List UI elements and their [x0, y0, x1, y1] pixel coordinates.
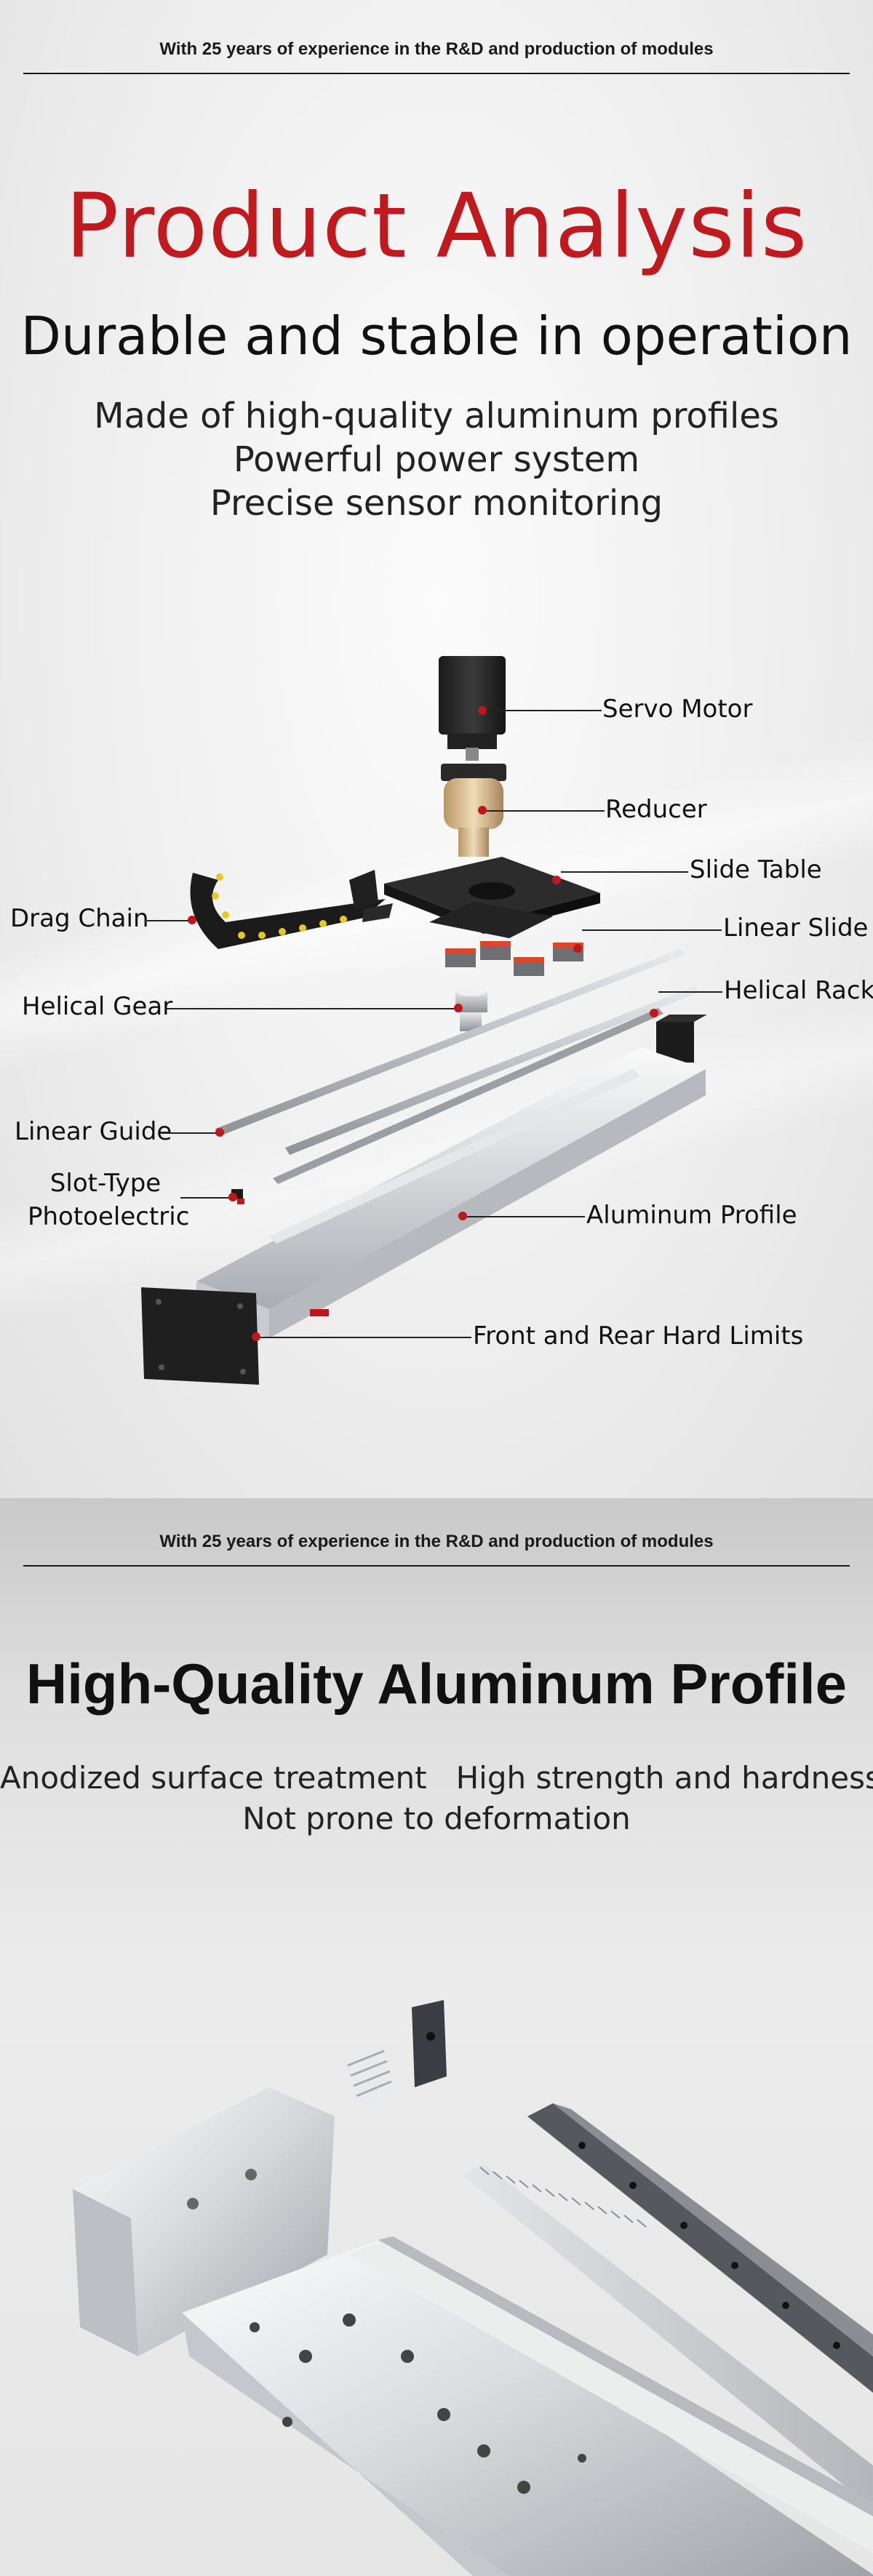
leader-line	[582, 929, 722, 931]
gear-rack	[462, 2164, 873, 2509]
product-analysis-section: With 25 years of experience in the R&D a…	[0, 0, 873, 1498]
linear-guide-rails	[215, 949, 700, 1155]
aluminum-profile-part	[196, 1047, 706, 1338]
callout-slide-table: Slide Table	[690, 855, 822, 884]
callout-slot-type-photoelectric: Slot-Type Photoelectric	[28, 1167, 190, 1233]
leader-line	[561, 871, 688, 873]
linear-slide-part	[445, 941, 583, 976]
feature-item: Made of high-quality aluminum profiles	[94, 396, 779, 436]
tagline: With 25 years of experience in the R&D a…	[159, 39, 714, 59]
callout-dot	[228, 1193, 237, 1201]
leader-line	[260, 1337, 471, 1338]
leader-line	[487, 810, 605, 812]
callout-aluminum-profile: Aluminum Profile	[586, 1201, 797, 1230]
feature-line: Not prone to deformation	[242, 1801, 631, 1836]
callout-dot	[552, 876, 561, 884]
callout-linear-guide: Linear Guide	[15, 1117, 172, 1146]
divider-rule	[23, 1565, 850, 1567]
callout-dot	[478, 806, 487, 815]
callout-line: Photoelectric	[28, 1202, 190, 1231]
slide-table-part	[384, 857, 600, 938]
hard-limit-plate	[141, 1287, 259, 1385]
linear-rail	[527, 2103, 873, 2393]
leader-line	[467, 1216, 585, 1217]
callout-helical-gear: Helical Gear	[22, 992, 173, 1021]
leader-line	[147, 920, 189, 921]
leader-line	[162, 1132, 217, 1134]
leader-line	[180, 1197, 230, 1199]
divider-rule	[23, 73, 850, 74]
callout-dot	[215, 1128, 224, 1137]
callout-dot	[454, 1004, 463, 1012]
profile-end-piece	[73, 2087, 335, 2356]
section-title: High-Quality Aluminum Profile	[25, 1652, 848, 1716]
callout-hard-limits: Front and Rear Hard Limits	[473, 1321, 804, 1351]
callout-dot	[458, 1212, 467, 1220]
aluminum-profile-section: With 25 years of experience in the R&D a…	[0, 1498, 873, 2576]
callout-drag-chain: Drag Chain	[10, 904, 149, 933]
leader-line	[658, 991, 722, 993]
feature-item: Precise sensor monitoring	[210, 483, 663, 524]
feature-line: Anodized surface treatment High strength…	[0, 1760, 873, 1796]
drag-chain-part	[190, 870, 393, 949]
tagline: With 25 years of experience in the R&D a…	[159, 1532, 714, 1551]
section-subtitle: Durable and stable in operation	[20, 305, 853, 367]
leader-line	[487, 710, 602, 711]
exploded-module-illustration	[141, 656, 707, 1385]
callout-reducer: Reducer	[605, 795, 707, 824]
feature-list: Made of high-quality aluminum profiles P…	[0, 394, 873, 525]
callout-helical-rack: Helical Rack	[724, 976, 873, 1005]
callout-servo-motor: Servo Motor	[602, 695, 753, 724]
leader-line	[166, 1008, 455, 1009]
heatsink-piece	[342, 2044, 393, 2111]
long-aluminum-profile	[182, 2236, 873, 2576]
callout-dot	[573, 944, 582, 953]
bracket-piece	[412, 2000, 447, 2087]
callout-linear-slide: Linear Slide	[723, 913, 869, 943]
reducer-part	[441, 764, 506, 857]
callout-dot	[650, 1009, 658, 1017]
callout-line: Slot-Type	[49, 1169, 162, 1198]
page-title: Product Analysis	[65, 175, 808, 278]
aluminum-profile-illustration	[73, 2000, 873, 2576]
feature-item: Powerful power system	[233, 439, 640, 480]
servo-motor-part	[439, 656, 506, 761]
callout-dot	[478, 706, 487, 715]
callout-dot	[252, 1332, 260, 1341]
callout-dot	[188, 916, 196, 924]
